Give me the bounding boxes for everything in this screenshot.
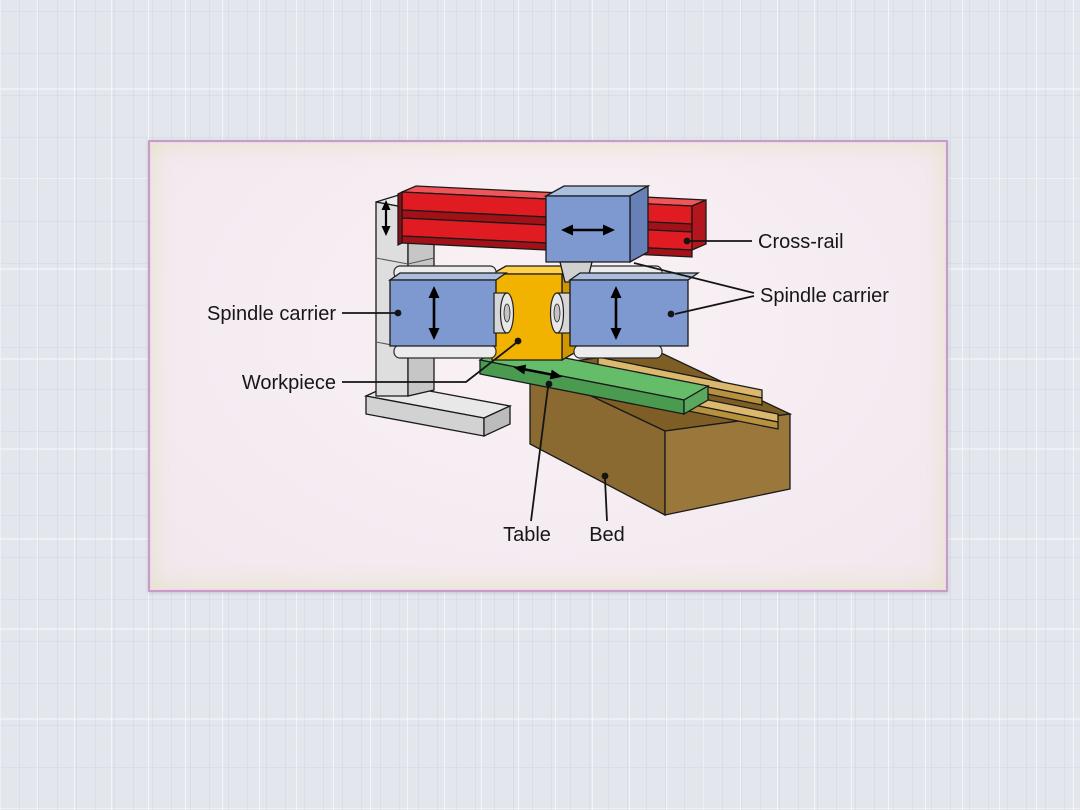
- label-dot: [667, 310, 675, 318]
- left-spindle-carrier: [387, 272, 515, 347]
- label-dot: [601, 472, 609, 480]
- left-carrier-top-face: [387, 272, 509, 281]
- label-spindle-carrier-left: Spindle carrier: [207, 303, 336, 325]
- annotations: Spindle carrier Cross-rail Spindle carri…: [207, 231, 889, 546]
- top-carrier-side-face: [629, 184, 649, 264]
- leader-line: [633, 262, 755, 294]
- leader-line: [342, 342, 517, 383]
- top-spindle-carrier: [543, 184, 651, 283]
- table-motion-arrow: [513, 364, 563, 380]
- way-bar: [573, 344, 663, 359]
- label-spindle-carrier-right: Spindle carrier: [760, 285, 889, 307]
- diagram-card: Spindle carrier Cross-rail Spindle carri…: [148, 140, 948, 592]
- horizontal-motion-arrow: [561, 224, 615, 236]
- label-dot: [545, 380, 553, 388]
- label-dot: [394, 309, 402, 317]
- bed-side-face: [664, 413, 791, 516]
- table-end-face: [683, 384, 709, 416]
- right-spindle-carrier: [549, 272, 701, 347]
- column-base-side-face: [483, 404, 511, 438]
- vertical-motion-arrow: [610, 286, 622, 340]
- cross-rail-left-edge: [397, 190, 403, 247]
- right-spindle-center: [553, 303, 561, 323]
- label-cross-rail: Cross-rail: [758, 231, 844, 253]
- left-carrier-front-face: [389, 279, 497, 347]
- leader-line: [604, 478, 608, 522]
- label-table: Table: [503, 524, 551, 546]
- leader-line: [530, 386, 549, 522]
- vertical-motion-arrow: [428, 286, 440, 340]
- cross-rail-end-face: [691, 199, 707, 251]
- label-dot: [683, 237, 691, 245]
- label-workpiece: Workpiece: [242, 372, 336, 394]
- column-motion-arrow: [381, 200, 391, 236]
- label-dot: [514, 337, 522, 345]
- leader-line: [674, 295, 755, 315]
- right-carrier-front-face: [569, 279, 689, 347]
- way-bar: [393, 344, 497, 359]
- machine-diagram: Spindle carrier Cross-rail Spindle carri…: [207, 184, 889, 546]
- label-bed: Bed: [589, 524, 625, 546]
- left-spindle-center: [503, 303, 511, 323]
